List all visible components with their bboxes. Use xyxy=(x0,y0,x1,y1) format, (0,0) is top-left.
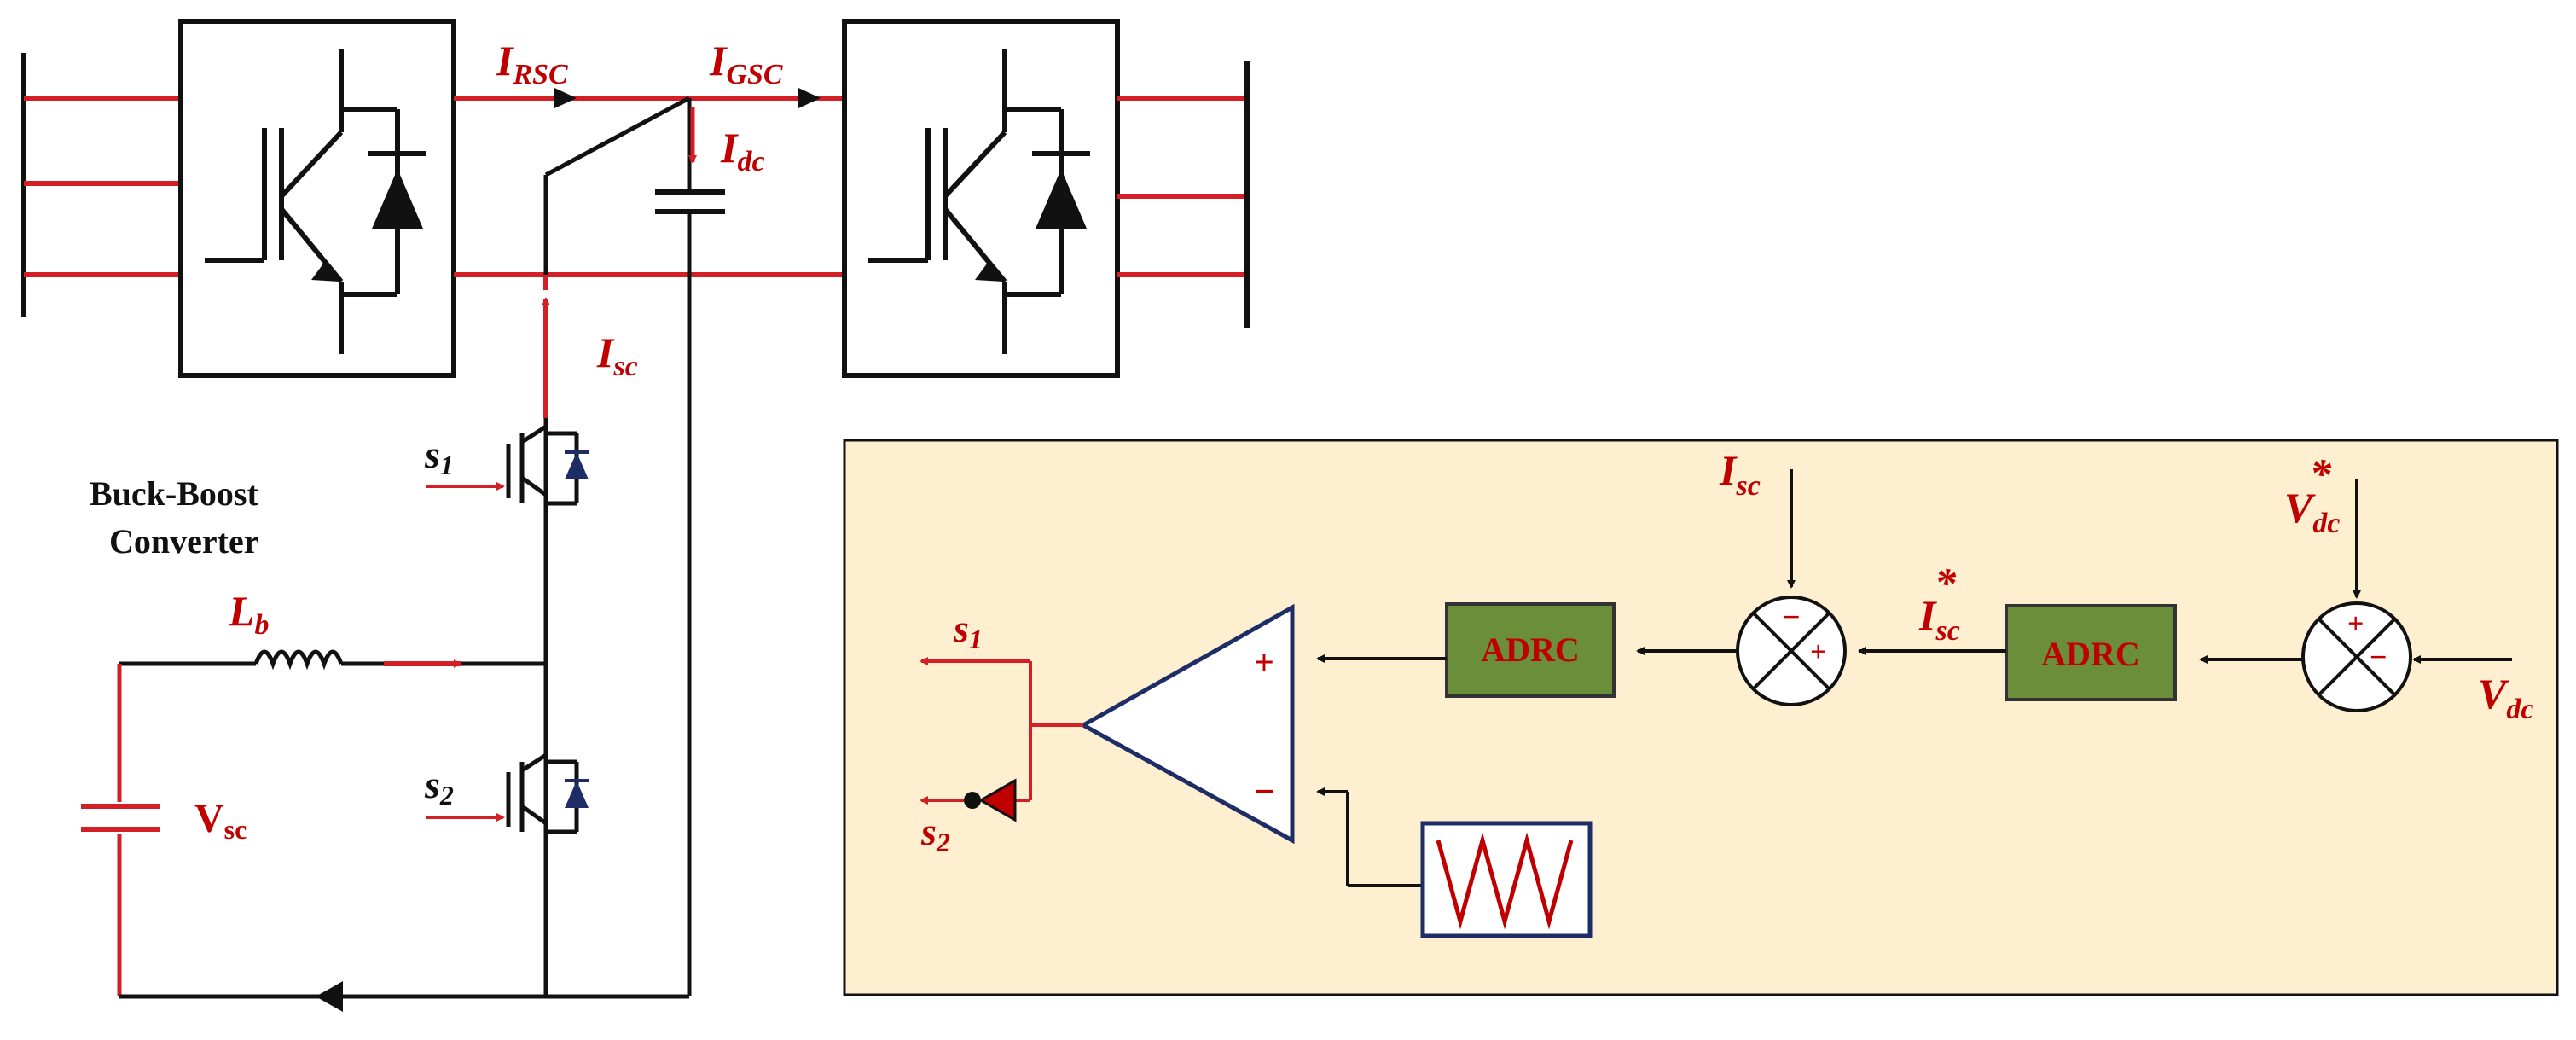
igbt-symbol xyxy=(205,49,400,354)
switch-s1 xyxy=(506,424,579,506)
adrc-voltage-block: ADRC xyxy=(2005,604,2177,701)
i-gsc-arrow xyxy=(798,88,821,108)
vdc-ref-star: * xyxy=(2310,450,2332,497)
isc-ref-label: Isc xyxy=(1918,591,1960,647)
i-rsc-label: IRSC xyxy=(496,37,568,90)
svg-text:ADRC: ADRC xyxy=(1481,630,1580,669)
buck-boost-converter xyxy=(81,275,689,1012)
not-gate xyxy=(964,778,1017,822)
power-circuit: IRSC IGSC Idc Isc s1 s2 Buck-Boost Conve… xyxy=(21,19,1250,1012)
i-dc-label: Idc xyxy=(720,124,765,177)
grid-side-converter xyxy=(842,19,1120,378)
i-sc-label: Isc xyxy=(596,328,638,382)
rotor-side-phase-lines xyxy=(24,96,181,277)
vsc-label: Vsc xyxy=(194,796,247,845)
rotor-side-converter xyxy=(178,19,456,378)
vdc-ref-label: Vdc xyxy=(2284,484,2340,539)
i-rsc-arrow xyxy=(554,88,577,108)
i-gsc-label: IGSC xyxy=(709,37,783,90)
inductor-lb xyxy=(253,649,344,671)
svg-text:−: − xyxy=(2370,640,2387,674)
svg-text:−: − xyxy=(1254,770,1275,812)
svg-text:−: − xyxy=(1783,600,1801,634)
triangular-carrier-block xyxy=(1420,821,1593,938)
igbt-emitter-arrow xyxy=(311,260,339,282)
control-panel: Vdc * Vdc + − ADRC Isc * Isc xyxy=(843,439,2559,996)
return-arrow xyxy=(316,981,343,1012)
buck-boost-title-line1: Buck-Boost xyxy=(90,474,258,513)
sc-diagonal-link xyxy=(544,96,691,177)
adrc-current-block: ADRC xyxy=(1445,602,1616,698)
svg-text:+: + xyxy=(1254,643,1274,683)
summing-junction-current: − + xyxy=(1736,596,1847,706)
s1-out-label: s1 xyxy=(953,607,983,654)
pwm-comparator: + − xyxy=(1078,603,1295,845)
dc-link-capacitor xyxy=(655,98,725,996)
s1-label: s1 xyxy=(424,433,454,480)
grid-side-phase-lines xyxy=(1117,96,1247,277)
isc-ref-star: * xyxy=(1935,559,1957,607)
summing-junction-voltage: + − xyxy=(2301,601,2412,712)
diode-symbol xyxy=(368,151,426,229)
isc-label: Isc xyxy=(1719,446,1761,502)
buck-boost-title-line2: Converter xyxy=(109,522,258,561)
switch-s2 xyxy=(506,752,579,834)
s2-out-label: s2 xyxy=(920,810,950,857)
svg-text:+: + xyxy=(2347,608,2364,640)
svg-text:ADRC: ADRC xyxy=(2041,635,2140,673)
vdc-label: Vdc xyxy=(2478,670,2533,725)
lb-label: Lb xyxy=(228,587,270,641)
s2-label: s2 xyxy=(424,763,454,811)
svg-text:+: + xyxy=(1810,636,1826,668)
